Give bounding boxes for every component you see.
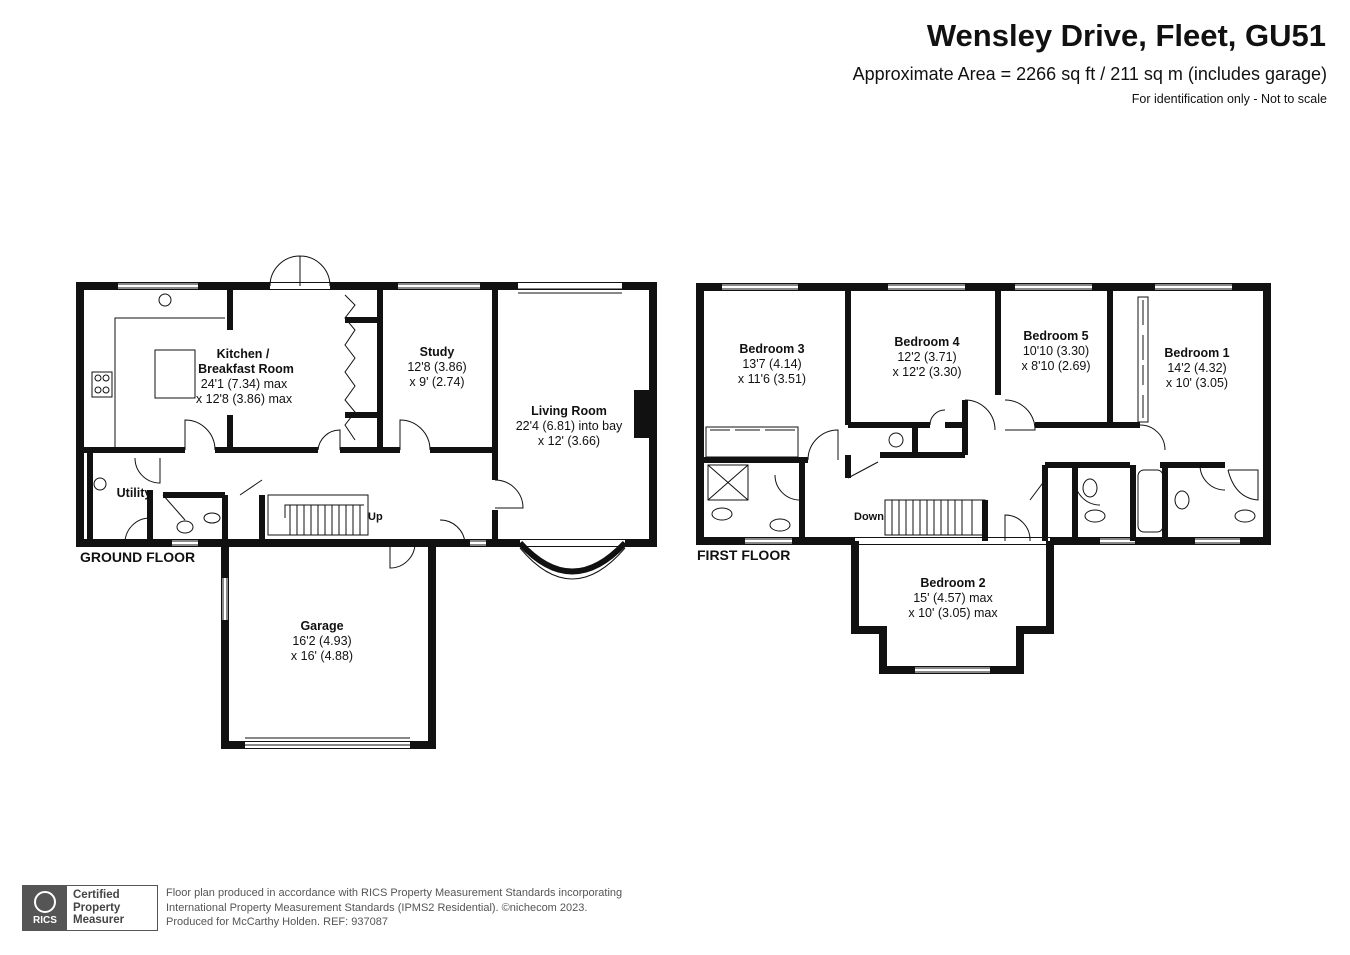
first-floor-plan: [696, 283, 1271, 674]
garage-dim-1: 16'2 (4.93): [292, 634, 351, 648]
footer-line-3: Produced for McCarthy Holden. REF: 93708…: [166, 916, 388, 928]
rics-mark: RICS: [23, 886, 67, 930]
kitchen-name-1: Kitchen /: [217, 347, 270, 361]
bay-window: [517, 540, 628, 575]
bedroom-1-name: Bedroom 1: [1164, 346, 1229, 360]
ground-internal-walls: [80, 286, 498, 543]
rics-logo-text: Certified Property Measurer: [67, 886, 124, 930]
rics-mark-text: RICS: [33, 914, 57, 926]
bedroom-5-dim-2: x 8'10 (2.69): [1021, 359, 1090, 373]
ground-floor-outline: [76, 282, 657, 547]
approximate-area: Approximate Area = 2266 sq ft / 211 sq m…: [852, 64, 1327, 84]
stairs-up-label: Up: [368, 511, 383, 523]
kitchen-units: [91, 293, 356, 491]
study-dim-1: 12'8 (3.86): [407, 360, 466, 374]
footer-text: Floor plan produced in accordance with R…: [166, 886, 622, 930]
ground-window-lines: [118, 283, 622, 546]
footer: RICS Certified Property Measurer: [22, 885, 158, 931]
ground-floor-plan: [76, 255, 657, 749]
bedroom-1-dim-2: x 10' (3.05): [1166, 376, 1228, 390]
bedroom-2-dim-2: x 10' (3.05) max: [908, 606, 998, 620]
page-title: Wensley Drive, Fleet, GU51: [926, 18, 1326, 53]
stairs-down-label: Down: [854, 511, 884, 523]
ground-stairs: [267, 494, 369, 536]
french-doors: [269, 255, 331, 287]
ground-floor-label: GROUND FLOOR: [80, 549, 195, 565]
garage-walls: [221, 543, 436, 749]
first-bathroom-fixtures: [707, 464, 1259, 533]
utility-name: Utility: [117, 486, 152, 500]
ground-window-gaps: [118, 283, 625, 546]
rics-emblem-icon: [34, 890, 56, 913]
bedroom-3-dim-1: 13'7 (4.14): [742, 357, 801, 371]
living-room-dim-1: 22'4 (6.81) into bay: [516, 419, 623, 433]
bedroom-1-dim-1: 14'2 (4.32): [1167, 361, 1226, 375]
bedroom-2-dim-1: 15' (4.57) max: [913, 591, 993, 605]
footer-line-2: International Property Measurement Stand…: [166, 901, 588, 914]
ground-wc: [176, 512, 221, 534]
bedroom-3-dim-2: x 11'6 (3.51): [738, 372, 806, 386]
ground-door-swings: [124, 419, 524, 569]
kitchen-name-2: Breakfast Room: [198, 362, 294, 376]
wardrobes: [705, 296, 1149, 458]
rics-logo-line-3: Measurer: [73, 914, 125, 926]
study-dim-2: x 9' (2.74): [409, 375, 464, 389]
bedroom-5-dim-1: 10'10 (3.30): [1023, 344, 1089, 358]
kitchen-dim-2: x 12'8 (3.86) max: [196, 392, 293, 406]
living-room-dim-2: x 12' (3.66): [538, 434, 600, 448]
bedroom-4-dim-2: x 12'2 (3.30): [892, 365, 961, 379]
chimney-breast: [634, 390, 650, 438]
rics-certified-logo: RICS Certified Property Measurer: [22, 885, 158, 931]
first-window-gaps: [722, 284, 1240, 544]
study-name: Study: [420, 345, 455, 359]
first-floor-label: FIRST FLOOR: [697, 547, 790, 563]
first-door-swings: [774, 399, 1226, 542]
first-stairs: [884, 499, 986, 536]
bedroom-2-name: Bedroom 2: [920, 576, 985, 590]
rics-logo-line-2: Property: [73, 901, 121, 914]
identification-note: For identification only - Not to scale: [1131, 92, 1327, 106]
garage-name: Garage: [300, 619, 343, 633]
first-window-lines: [722, 284, 1240, 544]
garage-dim-2: x 16' (4.88): [291, 649, 353, 663]
first-internal-walls: [700, 287, 1225, 541]
rics-logo-line-1: Certified: [73, 889, 120, 901]
footer-line-1: Floor plan produced in accordance with R…: [166, 887, 623, 899]
bedroom-3-name: Bedroom 3: [739, 342, 804, 356]
bedroom-4-name: Bedroom 4: [894, 335, 959, 349]
kitchen-dim-1: 24'1 (7.34) max: [201, 377, 288, 391]
bedroom-5-name: Bedroom 5: [1023, 329, 1088, 343]
bedroom-4-dim-1: 12'2 (3.71): [897, 350, 956, 364]
living-room-name: Living Room: [531, 404, 607, 418]
